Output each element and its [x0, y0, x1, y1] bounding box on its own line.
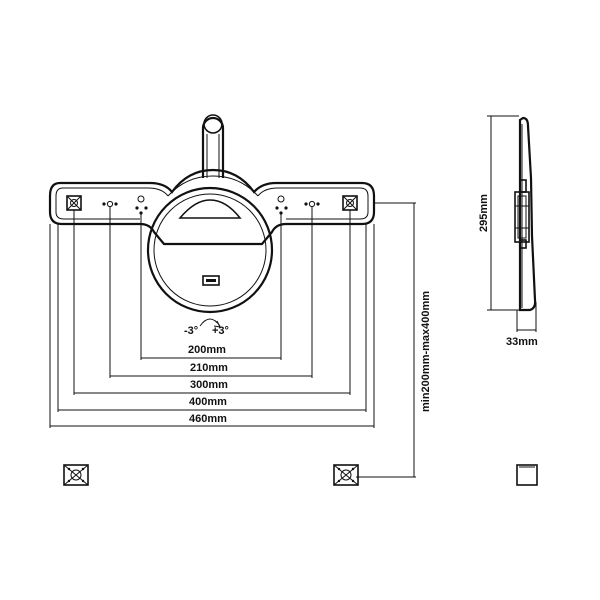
lock-slot: [202, 275, 220, 286]
dim-460mm: 460mm: [189, 413, 227, 425]
mount-hook: [201, 114, 225, 178]
corner-bracket-left: [66, 195, 82, 211]
bracket-icon-left: [63, 464, 89, 486]
dim-210mm: 210mm: [190, 362, 228, 374]
center-disc: [146, 186, 274, 314]
dimension-lines: [49, 207, 375, 428]
front-view: -3° +3° 200mm 210mm: [48, 114, 432, 478]
vertical-dimension: [356, 202, 416, 478]
tilt-minus-label: -3°: [184, 325, 198, 337]
screw-holes-right: [275, 195, 320, 215]
bracket-icon-center: [333, 464, 359, 486]
dim-200mm: 200mm: [188, 344, 226, 356]
corner-bracket-right: [342, 195, 358, 211]
tilt-plus-label: +3°: [212, 325, 229, 337]
dim-300mm: 300mm: [190, 379, 228, 391]
wall-plate: [48, 168, 376, 246]
dim-vertical: min200mm-max400mm: [420, 291, 432, 412]
side-view: [487, 115, 537, 332]
dim-depth-33mm: 33mm: [506, 336, 538, 348]
dim-400mm: 400mm: [189, 396, 227, 408]
screw-holes-left: [102, 195, 148, 215]
bracket-icon-right: [516, 464, 538, 486]
tilt-indicator: -3° +3°: [184, 318, 229, 337]
dim-height-295mm: 295mm: [478, 194, 490, 232]
